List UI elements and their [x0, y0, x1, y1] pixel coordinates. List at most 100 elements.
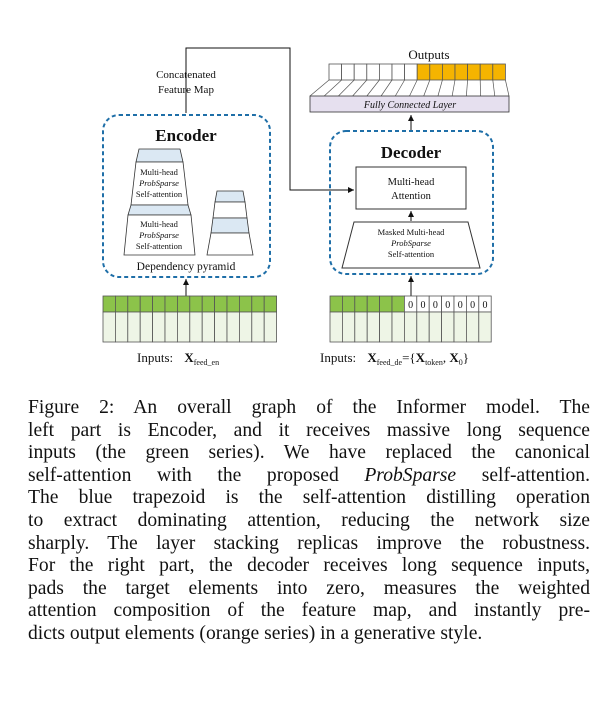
decoder-input-cell-body — [465, 311, 480, 343]
feature-map-connector — [185, 47, 354, 193]
encoder-input-cell-body — [238, 311, 253, 343]
fc-connection-line — [505, 79, 510, 97]
fc-connection-line — [366, 79, 380, 97]
encoder-input-cell-top — [189, 295, 203, 313]
outputs-label: Outputs — [408, 47, 449, 62]
output-cell — [366, 63, 380, 81]
encoder-stack-main — [123, 148, 196, 256]
encoder-input-cell-body — [115, 311, 129, 343]
decoder-input-cell-body — [428, 311, 443, 343]
zero-pad-label: 0 — [483, 300, 488, 311]
fc-connection-line — [466, 79, 468, 97]
encoder-input-cell-top — [102, 295, 116, 313]
decoder-input-cell-body — [366, 311, 381, 343]
fc-connection-line — [352, 79, 368, 97]
fc-layer-box — [309, 95, 510, 113]
masked-line1: Masked Multi-head — [378, 227, 446, 237]
fc-connection-line — [492, 79, 496, 97]
caption-line-3: inputs (the green series). We have repla… — [28, 442, 590, 464]
caption-probsparse-italic: ProbSparse — [364, 464, 457, 486]
encoder-input-cell-body — [139, 311, 153, 343]
enc-block2-line2: ProbSparse — [138, 230, 179, 240]
enc-block1-line2: ProbSparse — [138, 178, 179, 188]
output-cell — [416, 63, 431, 81]
encoder-stack-replica — [206, 190, 254, 256]
caption-line-7: sharply. The layer stacking replicas imp… — [28, 532, 590, 554]
encoder-input-cell-top — [152, 295, 166, 313]
encoder-input-cell-top — [176, 295, 191, 313]
masked-attention-trapezoid — [341, 221, 481, 269]
decoder-input-cell-top — [354, 295, 368, 313]
encoder-input-cell-top — [201, 295, 215, 313]
decoder-input-cell-body — [391, 311, 405, 343]
informer-figure: Outputs Fully Connected Layer Concatenat… — [102, 47, 510, 367]
caption-line-1: Figure 2: An overall graph of the Inform… — [28, 397, 590, 418]
encoder-input-cell-top — [251, 295, 265, 313]
decoder-title: Decoder — [381, 143, 442, 162]
decoder-input-cell-top — [379, 295, 393, 313]
zero-pad-label: 0 — [421, 300, 426, 311]
zero-pad-label: 0 — [470, 300, 475, 311]
output-cell — [492, 63, 506, 81]
encoder-input-cell-body — [263, 311, 278, 343]
decoder-input-cell-body — [403, 311, 418, 343]
encoder-input-cell-top — [226, 295, 240, 313]
figure-caption: Figure 2: An overall graph of the Inform… — [28, 397, 590, 646]
caption-line-11: dicts output elements (orange series) in… — [28, 622, 483, 644]
encoder-input-cell-body — [201, 311, 215, 343]
output-cell — [391, 63, 406, 81]
output-cell — [429, 63, 443, 81]
fc-connection-line — [394, 79, 405, 97]
decoder-input-cell-body — [416, 311, 430, 343]
encoder-input-cell-body — [251, 311, 265, 343]
output-cell — [378, 63, 393, 81]
decoder-input-cell-body — [441, 311, 455, 343]
decoder-box — [329, 130, 494, 275]
caption-line-5: The blue trapezoid is the self-attention… — [28, 487, 590, 509]
caption-line-6: to extract dominating attention, reducin… — [28, 509, 590, 531]
encoder-input-cell-top — [139, 295, 153, 313]
enc-block1-line3: Self-attention — [136, 189, 183, 199]
fc-connection-line — [338, 79, 355, 97]
caption-line-4: self-attention with the proposed ProbSpa… — [28, 465, 590, 488]
decoder-inputs-label: Inputs: Xfeed_de={Xtoken, X0} — [320, 350, 469, 367]
decoder-input-cell-top — [391, 295, 405, 313]
fc-connections — [309, 79, 510, 97]
masked-line3: Self-attention — [388, 249, 435, 259]
output-cell — [404, 63, 418, 81]
mha-line1: Multi-head — [388, 177, 435, 188]
encoder-input-cell-top — [115, 295, 129, 313]
decoder-input-cell-top — [366, 295, 381, 313]
fc-connection-line — [380, 79, 393, 97]
fc-connection-line — [323, 79, 342, 97]
encoder-input-cell-body — [176, 311, 191, 343]
fc-connection-line — [423, 79, 431, 97]
fc-connection-line — [409, 79, 418, 97]
zero-pad-label: 0 — [445, 300, 450, 311]
decoder-input-cell-top — [329, 295, 343, 313]
decoder-input-cell-body — [341, 311, 356, 343]
encoder-input-cell-body — [214, 311, 228, 343]
output-cell — [467, 63, 481, 81]
enc-block2-line3: Self-attention — [136, 241, 183, 251]
zero-pad-label: 0 — [408, 300, 413, 311]
output-cell — [353, 63, 368, 81]
dependency-pyramid-label: Dependency pyramid — [137, 261, 236, 273]
fc-layer-label: Fully Connected Layer — [363, 100, 456, 111]
output-cell — [454, 63, 469, 81]
encoder-input-sequence — [102, 295, 278, 343]
encoder-input-cell-top — [164, 295, 178, 313]
caption-line-10: attention composition of the feature map… — [28, 600, 590, 622]
masked-line2: ProbSparse — [390, 238, 431, 248]
fc-connection-line — [309, 79, 330, 97]
caption-line-4-tail: self-attention. — [456, 464, 590, 486]
decoder-input-cell-body — [354, 311, 368, 343]
encoder-input-cell-body — [127, 311, 141, 343]
encoder-input-cell-body — [189, 311, 203, 343]
output-cell — [328, 63, 343, 81]
decoder-input-cell-body — [453, 311, 467, 343]
zero-pad-label: 0 — [458, 300, 463, 311]
decoder-input-cell-body — [379, 311, 393, 343]
mha-line2: Attention — [391, 191, 431, 202]
caption-line-8: For the right part, the decoder receives… — [28, 555, 590, 577]
